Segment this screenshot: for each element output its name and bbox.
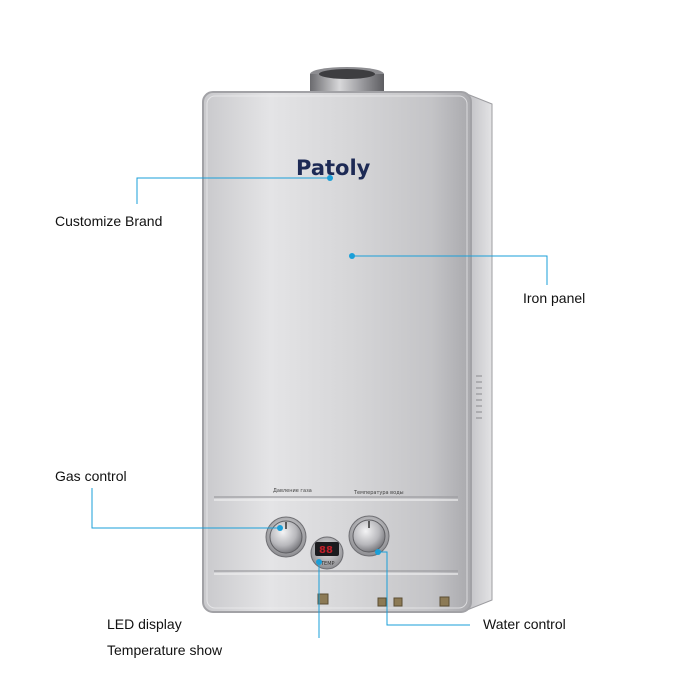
led-display: 88 TEMP	[310, 536, 344, 570]
brand-logo: Patoly	[296, 156, 371, 180]
callout-label-temperature-show: Temperature show	[107, 642, 223, 658]
callout-dot-iron-panel	[349, 253, 355, 259]
callout-lines	[91, 177, 548, 638]
led-digits: 88	[319, 545, 333, 556]
callout-line-iron-panel	[352, 255, 548, 285]
callout-label-led-display: LED display	[107, 616, 182, 632]
callout-line-gas	[91, 488, 280, 529]
water-control-knob[interactable]	[348, 515, 390, 557]
callout-dot-led	[316, 559, 322, 565]
callout-label-iron-panel: Iron panel	[523, 290, 586, 306]
front-iron-panel	[202, 91, 472, 613]
bottom-connectors	[317, 593, 450, 607]
side-vent-marks	[476, 375, 482, 419]
gas-control-knob[interactable]	[265, 516, 307, 558]
callout-dot-brand	[327, 175, 333, 181]
gas-knob-caption: Давление газа	[273, 488, 312, 494]
callout-label-gas-control: Gas control	[55, 468, 127, 484]
callout-line-brand	[136, 177, 330, 204]
callout-dots	[277, 175, 381, 565]
callout-label-customize-brand: Customize Brand	[55, 213, 163, 229]
callout-line-water	[378, 551, 470, 626]
callout-dot-water	[375, 549, 381, 555]
control-bay	[214, 496, 458, 575]
callout-label-water-control: Water control	[483, 616, 566, 632]
callout-dot-gas	[277, 525, 283, 531]
led-caption: TEMP	[320, 561, 335, 567]
water-knob-caption: Температура воды	[353, 490, 404, 496]
